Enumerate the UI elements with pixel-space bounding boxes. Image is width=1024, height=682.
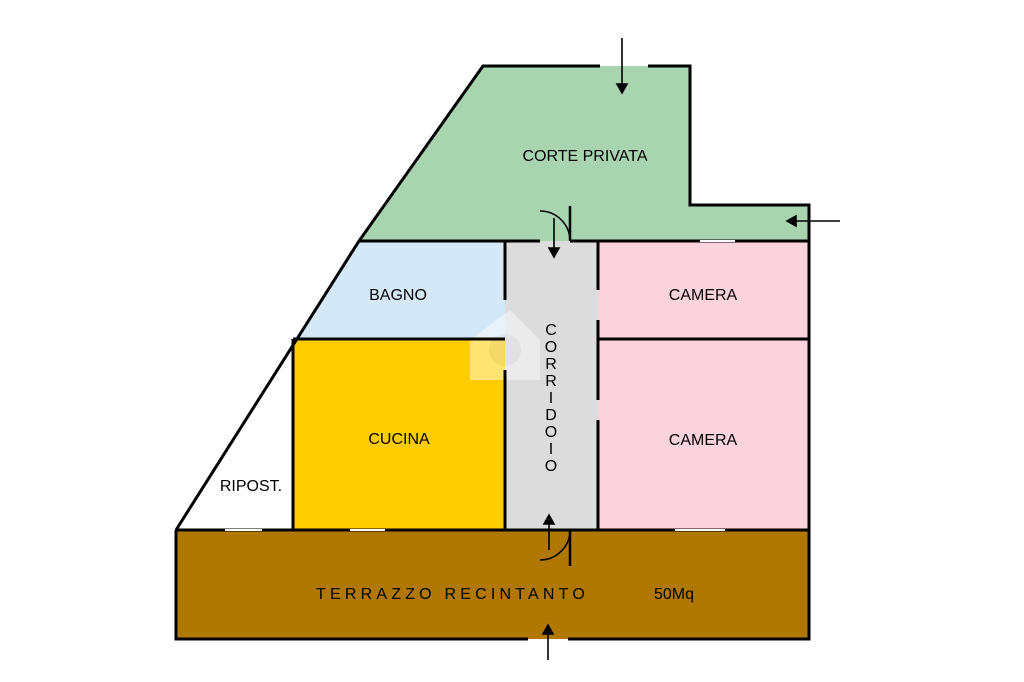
corridoio-letter: R [545, 356, 557, 373]
corridoio-letter: I [549, 441, 553, 458]
door-corte [539, 206, 572, 242]
cucina-area [293, 339, 505, 530]
terrazzo-area [176, 530, 809, 639]
corridoio-area [505, 241, 598, 530]
bagno-area [293, 241, 505, 345]
label-camera-bottom: CAMERA [669, 432, 738, 449]
corridoio-letter: C [545, 322, 557, 339]
corridoio-letter: O [545, 339, 557, 356]
corte-privata-area [359, 66, 809, 241]
label-terrazzo-area: 50Mq [654, 586, 694, 603]
camera-top-area [598, 241, 809, 339]
interior-walls [291, 239, 809, 530]
camera-bottom-area [598, 339, 809, 530]
label-ripost: RIPOST. [220, 478, 282, 495]
label-cucina: CUCINA [368, 431, 430, 448]
corridoio-letter: O [545, 424, 557, 441]
corridoio-letter: O [545, 458, 557, 475]
label-corridoio: C O R R I D O I O [545, 322, 557, 475]
corridoio-letter: R [545, 373, 557, 390]
label-bagno: BAGNO [369, 287, 427, 304]
label-camera-top: CAMERA [669, 287, 738, 304]
corridoio-letter: I [549, 390, 553, 407]
label-corte-privata: CORTE PRIVATA [522, 148, 647, 165]
label-terrazzo: TERRAZZO RECINTANTO [316, 586, 589, 603]
corridoio-letter: D [545, 407, 557, 424]
watermark-logo [470, 310, 540, 380]
door-terrazzo [539, 529, 572, 566]
entry-arrows [541, 38, 840, 660]
window-marks [225, 240, 735, 531]
